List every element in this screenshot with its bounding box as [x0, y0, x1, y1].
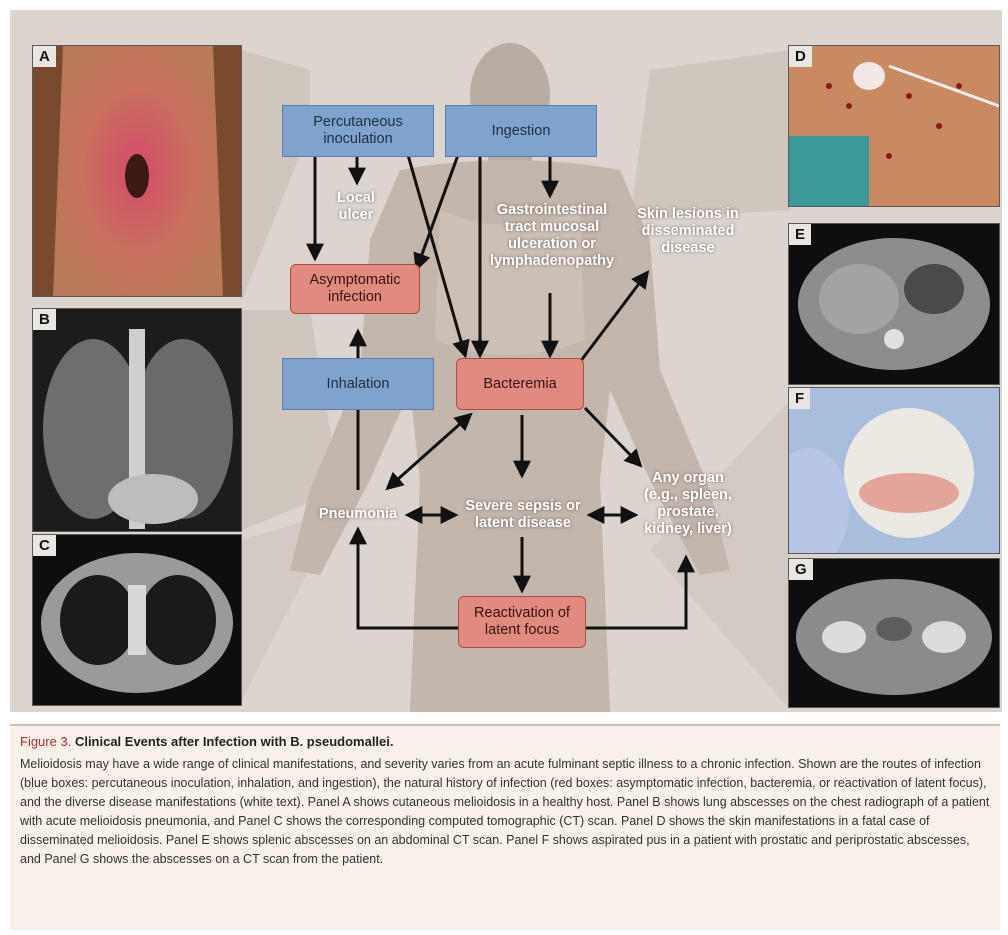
severe-sepsis-text: Severe sepsis or latent disease — [458, 498, 588, 532]
panel-letter: D — [789, 46, 812, 67]
bacteremia-box: Bacteremia — [456, 358, 584, 410]
panel-letter: F — [789, 388, 810, 409]
panel-letter: A — [33, 46, 56, 67]
caption-heading: Clinical Events after Infection with B. … — [75, 734, 394, 749]
percutaneous-inoculation-box: Percutaneous inoculation — [282, 105, 434, 157]
panel-letter: B — [33, 309, 56, 330]
pelvic-ct-scan — [789, 559, 999, 707]
abdominal-ct-scan — [789, 224, 999, 384]
chest-radiograph — [33, 309, 241, 531]
aspirated-pus-photo — [789, 388, 999, 553]
skin-lesions-text: Skin lesions in disseminated disease — [628, 206, 748, 257]
panel-e: E — [788, 223, 1000, 385]
panel-g: G — [788, 558, 1000, 708]
skin-lesions-photo — [789, 46, 999, 206]
panel-b: B — [32, 308, 242, 532]
gastrointestinal-text: Gastrointestinal tract mucosal ulceratio… — [482, 202, 622, 270]
figure-caption: Figure 3. Clinical Events after Infectio… — [10, 724, 1000, 930]
figure-number: Figure 3. — [20, 734, 71, 749]
panel-letter: E — [789, 224, 811, 245]
local-ulcer-text: Local ulcer — [330, 190, 382, 224]
ingestion-box: Ingestion — [445, 105, 597, 157]
inhalation-box: Inhalation — [282, 358, 434, 410]
caption-body: Melioidosis may have a wide range of cli… — [20, 755, 990, 869]
panel-a: A — [32, 45, 242, 297]
asymptomatic-infection-box: Asymptomatic infection — [290, 264, 420, 314]
caption-title: Figure 3. Clinical Events after Infectio… — [20, 734, 990, 749]
pneumonia-text: Pneumonia — [310, 506, 406, 523]
panel-f: F — [788, 387, 1000, 554]
panel-c: C — [32, 534, 242, 706]
leg-lesion-photo — [33, 46, 241, 296]
panel-d: D — [788, 45, 1000, 207]
panel-letter: C — [33, 535, 56, 556]
reactivation-box: Reactivation of latent focus — [458, 596, 586, 648]
chest-ct-scan — [33, 535, 241, 705]
figure-area: A B C D — [10, 10, 1002, 712]
panel-letter: G — [789, 559, 813, 580]
any-organ-text: Any organ (e.g., spleen, prostate, kidne… — [638, 470, 738, 538]
